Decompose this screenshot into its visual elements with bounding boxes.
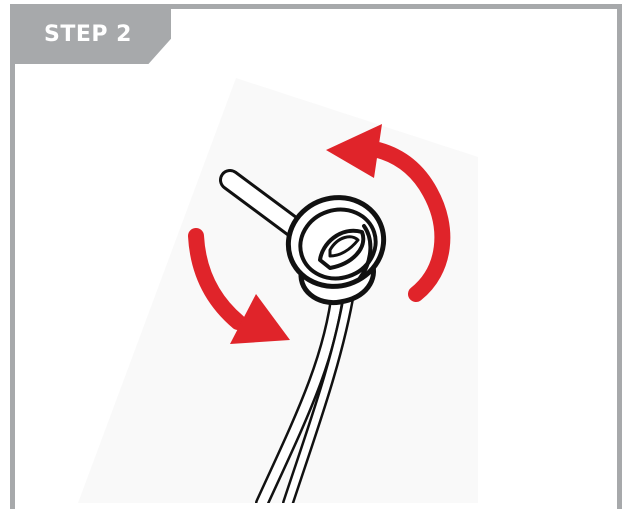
earbud-illustration — [0, 0, 632, 503]
